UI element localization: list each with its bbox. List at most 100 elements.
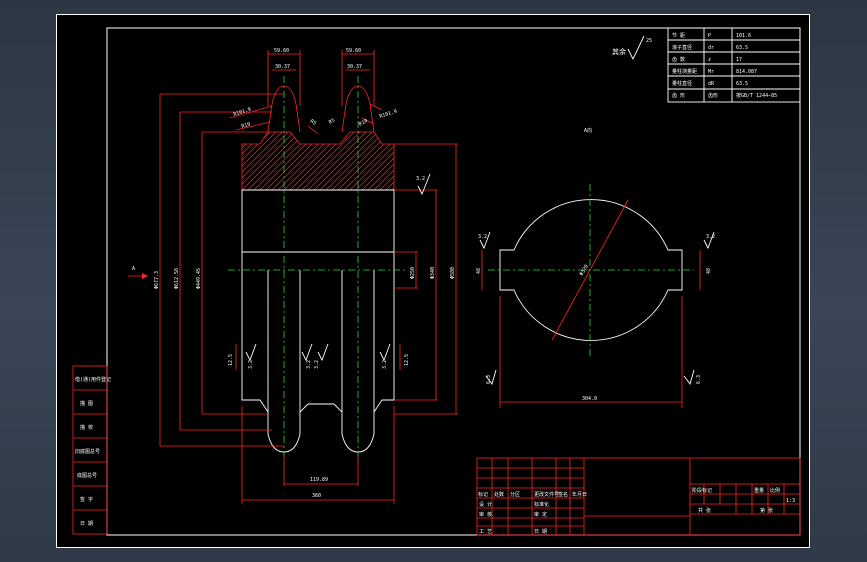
side-value: 12.5: [228, 354, 234, 366]
dim-d3: Φ449.45: [196, 268, 202, 289]
rev-header: 签名: [558, 491, 568, 498]
hatched-rim: [182, 131, 504, 191]
dim-left-width: 59.60: [274, 48, 289, 54]
hatch-line: [182, 132, 240, 190]
radius-left-3: R5: [309, 119, 317, 127]
view-arrow-head: [142, 273, 148, 279]
roughness: 3.2: [314, 360, 320, 369]
surface-note-value: 25: [646, 38, 652, 44]
roughness-symbol: [627, 35, 645, 61]
param-cell: 齿形: [708, 92, 718, 99]
rev-header: 更改文件号: [534, 491, 559, 498]
strip-label: 借(通)用件登记: [75, 376, 111, 383]
title-block: 标记 处数 分区 更改文件号 签名 年月日 设 计 审 核 工 艺 标准化 审 …: [476, 457, 801, 536]
sprocket-front-view: Φ677.3 Φ612.58 Φ449.45 Φ250 Φ340 Φ580 59…: [128, 48, 504, 504]
roughness: 3.2: [306, 360, 312, 369]
hatch-line: [379, 132, 394, 190]
dim-d1: Φ677.3: [154, 271, 160, 289]
strip-label: 描 图: [80, 400, 93, 407]
param-cell: 齿 数: [672, 56, 685, 63]
roughness: 6.3: [486, 375, 492, 384]
radius-right: R101.9: [379, 109, 398, 120]
param-cell: 63.5: [736, 81, 748, 87]
dim-right-width: 59.60: [346, 48, 361, 54]
hatch-line: [446, 132, 504, 190]
hatch-line: [349, 132, 394, 190]
hatch-line: [242, 132, 265, 190]
roughness: 3.2: [706, 234, 715, 240]
hatch-line: [367, 132, 394, 190]
inner-border: [106, 27, 801, 536]
hatch-line: [253, 132, 313, 190]
key-height-left: 48: [476, 268, 482, 274]
roughness: 3.2: [416, 176, 425, 182]
surface-note: 其余: [612, 47, 626, 56]
sheet-number: 第 张: [760, 507, 773, 514]
radius-left-2: R10: [241, 121, 251, 129]
dim-width: 360: [312, 493, 321, 499]
radius-right-2: R10: [358, 118, 369, 128]
hatch-line: [361, 132, 394, 190]
hatch-line: [242, 132, 247, 190]
hatch-line: [422, 132, 480, 190]
hub-lower: [241, 252, 395, 453]
roughness: 6.3: [696, 375, 702, 384]
roughness: 3.2: [248, 360, 254, 369]
scale-value: 1:3: [786, 498, 795, 504]
role-label: 设 计: [479, 501, 492, 508]
param-cell: 814.087: [736, 69, 757, 75]
param-cell: dr: [708, 45, 714, 51]
radius-left: R101.9: [233, 107, 252, 118]
hatch-line: [242, 132, 271, 190]
rev-header: 标记: [478, 491, 488, 498]
param-cell: 节 距: [672, 33, 685, 39]
param-cell: z: [708, 57, 711, 63]
strip-label: 日 期: [80, 521, 93, 527]
hatch-line: [259, 132, 319, 190]
hatch-line: [440, 132, 498, 190]
hatch-line: [289, 132, 349, 190]
stage-header: 比例: [770, 487, 780, 494]
sheet-count: 共 张: [698, 507, 711, 514]
role-label: 工 艺: [479, 529, 492, 535]
dim-hub: Φ250: [410, 267, 416, 279]
hub-body: [241, 189, 395, 253]
dim-bore2: Φ580: [450, 267, 456, 279]
rev-header: 年月日: [572, 491, 587, 498]
hatch-line: [337, 132, 394, 190]
hatch-line: [331, 132, 391, 190]
section-label: A向: [584, 127, 592, 134]
hatch-line: [428, 132, 486, 190]
hatch-line: [385, 132, 394, 190]
title-block-frame: [476, 457, 801, 536]
hatch-line: [283, 132, 343, 190]
hatch-line: [242, 132, 295, 190]
dim-bore-dia: Φ320: [579, 264, 590, 277]
side-value: 12.5: [404, 354, 410, 366]
hatch-line: [242, 132, 289, 190]
hatch-line: [325, 132, 385, 190]
param-cell: 齿 形: [672, 92, 685, 99]
hatch-line: [271, 132, 331, 190]
hatch-line: [277, 132, 337, 190]
hatch-line: [355, 132, 394, 190]
hatch-line: [295, 132, 355, 190]
hatch-line: [313, 132, 373, 190]
hatch-line: [242, 132, 283, 190]
param-cell: 101.6: [736, 33, 751, 39]
radius-right-3: R5: [328, 118, 336, 126]
bore-outline: [499, 199, 683, 341]
hatch-line: [265, 132, 325, 190]
param-cell: 按GB/T 1244—85: [736, 92, 777, 99]
diameter-leader: [551, 199, 629, 341]
role-note: 日 期: [534, 529, 547, 535]
param-cell: 量柱直径: [672, 80, 692, 87]
hatch-line: [301, 132, 361, 190]
param-cell: 滚子直径: [672, 44, 692, 51]
strip-label: 底图总号: [77, 472, 97, 479]
outer-border: [56, 14, 810, 548]
dim-pitch: 119.89: [310, 477, 328, 483]
